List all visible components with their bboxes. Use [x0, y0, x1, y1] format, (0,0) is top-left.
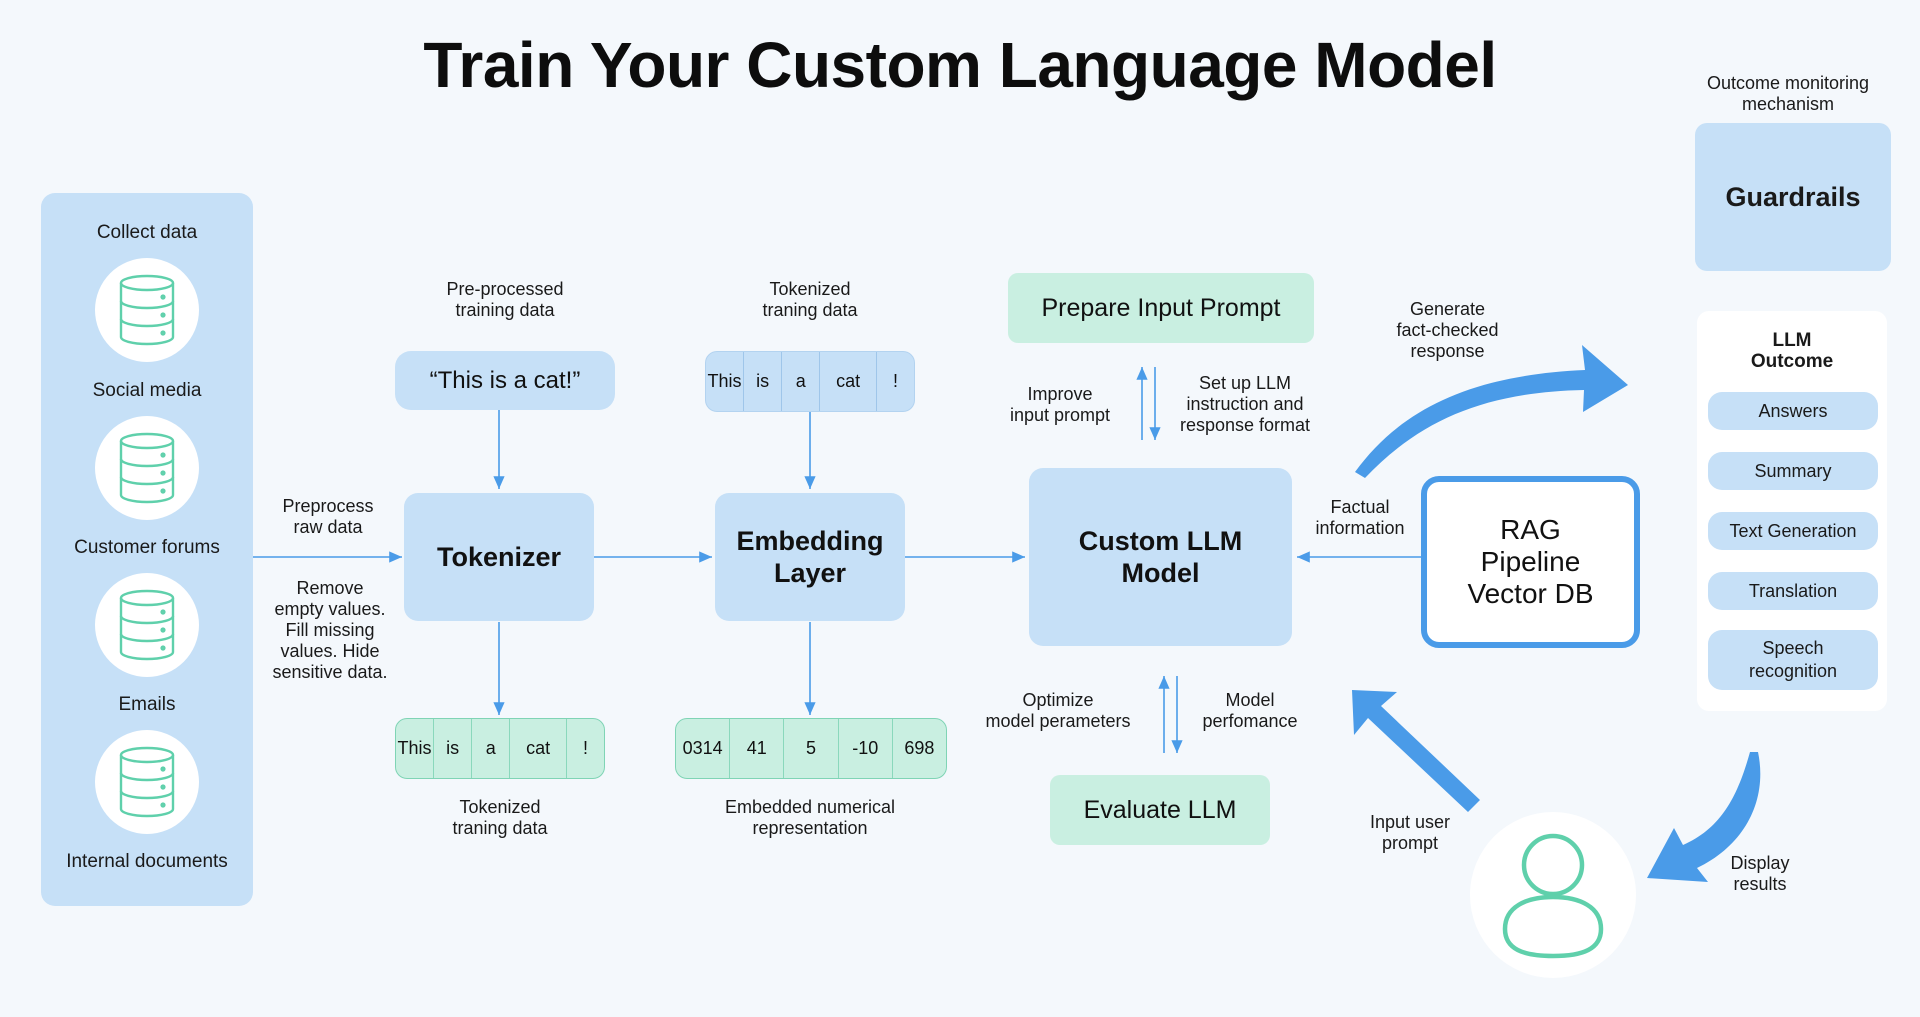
- token-cell: is: [433, 719, 471, 778]
- token-cell: cat: [509, 719, 566, 778]
- tokenizer-output-tokens: This is a cat !: [395, 718, 605, 779]
- source-internal-documents: Internal documents: [66, 851, 228, 872]
- improve-prompt-label: Improve input prompt: [1009, 384, 1111, 425]
- generate-response-label: Generate fact-checked response: [1396, 299, 1499, 361]
- database-icon: [95, 730, 199, 834]
- prepare-input-prompt-box: Prepare Input Prompt: [1008, 273, 1314, 343]
- embedding-input-tokens: This is a cat !: [705, 351, 915, 412]
- preprocess-note: Remove empty values. Fill missing values…: [272, 578, 388, 682]
- vector-cell: 5: [783, 719, 837, 778]
- vector-cell: 698: [891, 719, 946, 778]
- source-social-media: Social media: [92, 380, 202, 401]
- tokenizer-box: Tokenizer: [404, 493, 594, 621]
- embedding-layer-box: Embedding Layer: [715, 493, 905, 621]
- guardrails-caption: Outcome monitoring mechanism: [1706, 73, 1870, 114]
- token-cell: cat: [819, 352, 876, 411]
- tokenizer-output-label: Tokenized traning data: [452, 797, 548, 838]
- collect-data-label: Collect data: [96, 222, 198, 243]
- preprocess-label: Preprocess raw data: [282, 496, 374, 537]
- llm-outcome-title: LLM Outcome: [1750, 330, 1834, 372]
- factual-information-label: Factual information: [1315, 497, 1405, 538]
- input-user-prompt-label: Input user prompt: [1369, 812, 1451, 853]
- model-performance-label: Model perfomance: [1202, 690, 1298, 731]
- vector-cell: 0314: [682, 738, 723, 758]
- display-results-label: Display results: [1730, 853, 1790, 894]
- token-cell: a: [781, 352, 819, 411]
- optimize-parameters-label: Optimize model perameters: [985, 690, 1131, 731]
- rag-pipeline-box: RAG Pipeline Vector DB: [1421, 476, 1640, 648]
- vector-cell: -10: [837, 719, 892, 778]
- evaluate-llm-box: Evaluate LLM: [1050, 775, 1270, 845]
- outcome-translation: Translation: [1708, 572, 1878, 610]
- database-icon: [95, 416, 199, 520]
- arrow-input-user-prompt: [1352, 690, 1480, 812]
- outcome-speech-recognition: Speech recognition: [1708, 630, 1878, 690]
- token-cell: a: [471, 719, 509, 778]
- outcome-summary: Summary: [1708, 452, 1878, 490]
- arrow-generate-response: [1355, 345, 1628, 478]
- setup-instruction-label: Set up LLM instruction and response form…: [1179, 373, 1311, 435]
- custom-llm-model-box: Custom LLM Model: [1029, 468, 1292, 646]
- page-title: Train Your Custom Language Model: [423, 29, 1497, 101]
- outcome-text-generation: Text Generation: [1708, 512, 1878, 550]
- user-icon: [1502, 833, 1604, 959]
- arrow-display-results: [1647, 752, 1761, 882]
- token-cell: This: [707, 371, 742, 391]
- embedding-output-label: Embedded numerical representation: [724, 797, 896, 838]
- user-avatar: [1470, 812, 1636, 978]
- embedding-input-label: Tokenized traning data: [762, 279, 858, 320]
- tokenizer-input-label: Pre-processed training data: [446, 279, 564, 320]
- source-customer-forums: Customer forums: [74, 537, 220, 558]
- database-icon: [95, 573, 199, 677]
- token-cell: is: [743, 352, 781, 411]
- database-icon: [95, 258, 199, 362]
- token-cell: !: [565, 719, 604, 778]
- source-emails: Emails: [118, 694, 176, 715]
- outcome-answers: Answers: [1708, 392, 1878, 430]
- tokenizer-input-sample: “This is a cat!”: [395, 351, 615, 410]
- vector-cell: 41: [729, 719, 783, 778]
- token-cell: !: [875, 352, 914, 411]
- guardrails-box: Guardrails: [1695, 123, 1891, 271]
- embedding-output-values: 0314 41 5 -10 698: [675, 718, 947, 779]
- token-cell: This: [397, 738, 432, 758]
